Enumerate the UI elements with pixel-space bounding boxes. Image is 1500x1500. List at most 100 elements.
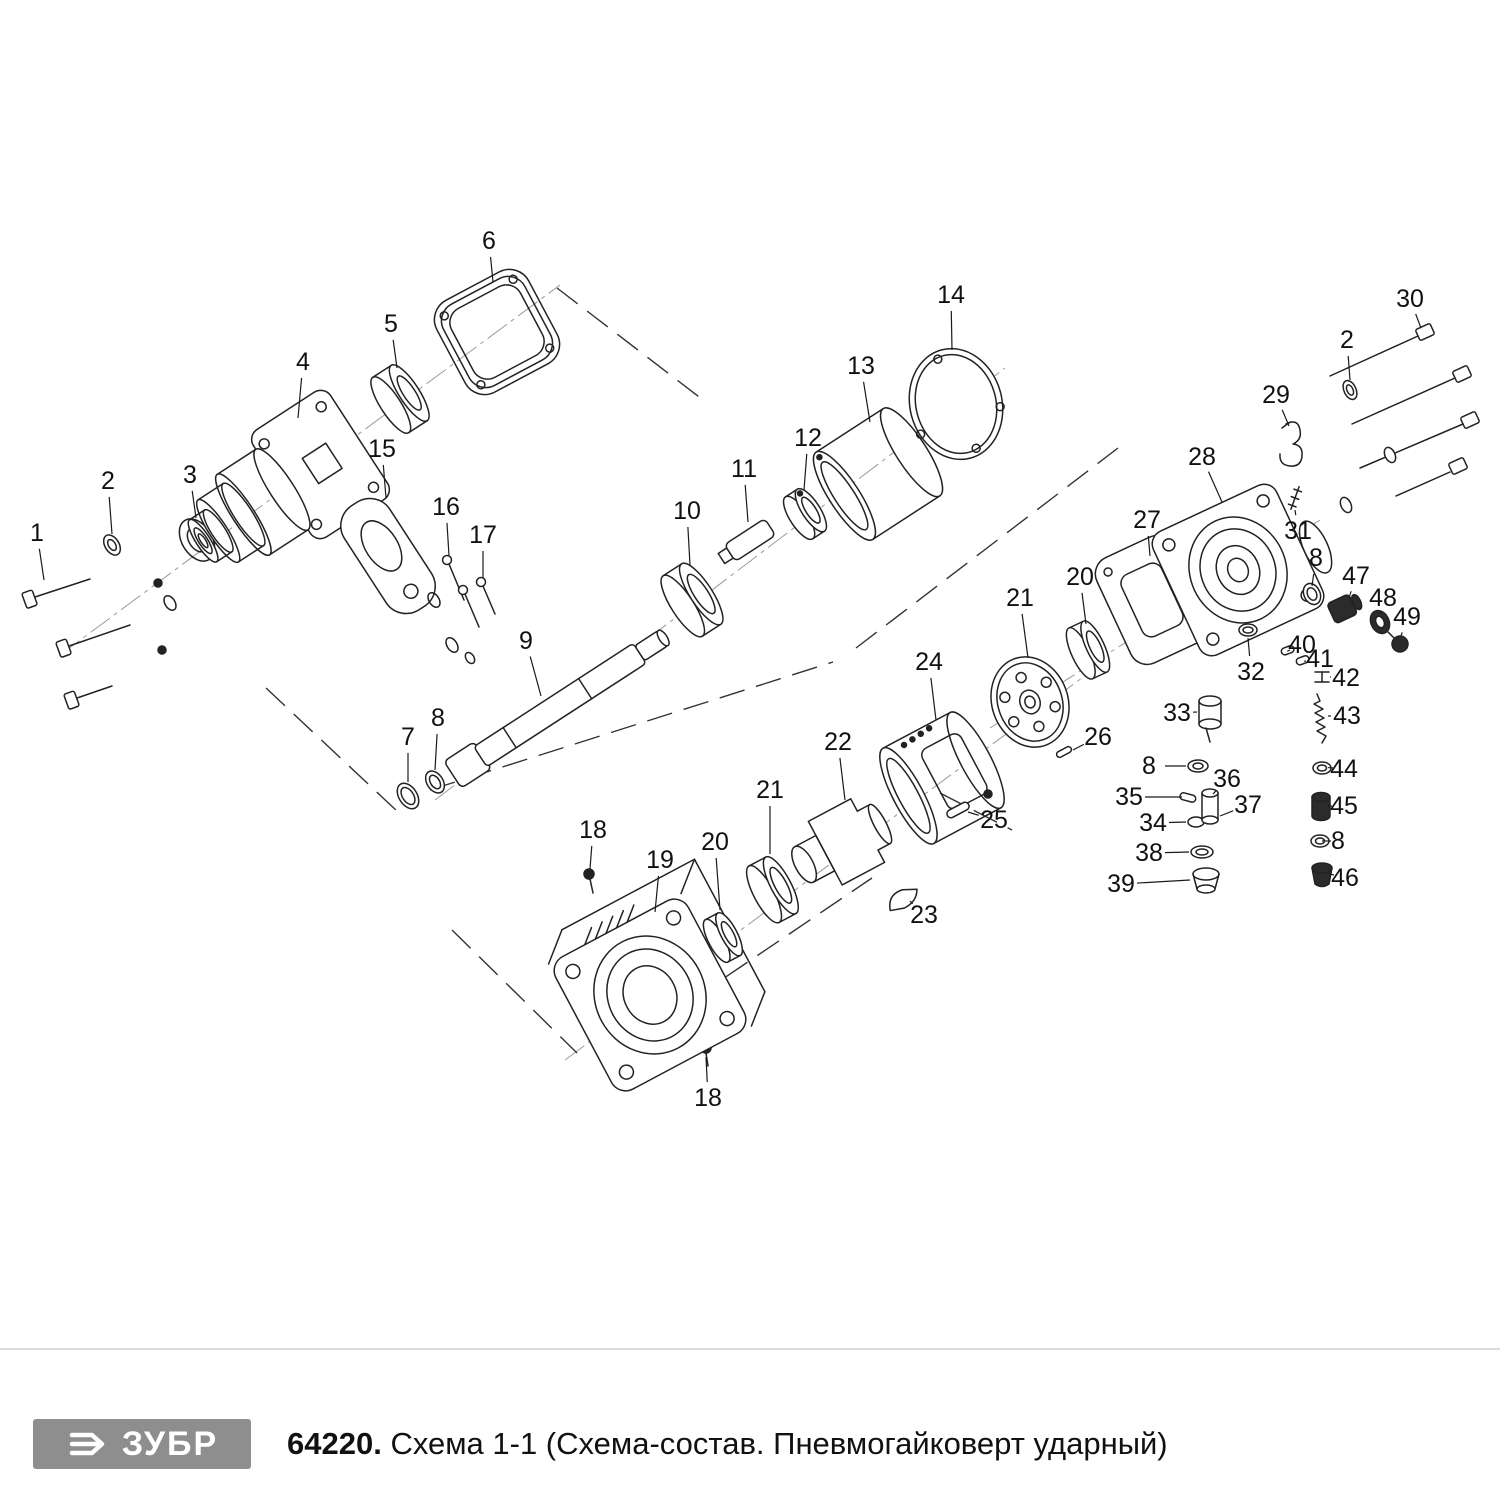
leader-line-4 bbox=[297, 377, 303, 419]
part-label-21: 21 bbox=[756, 776, 784, 804]
leader-line-20 bbox=[1081, 592, 1087, 625]
leader-line-2 bbox=[108, 496, 113, 535]
leader-line-22 bbox=[839, 757, 846, 801]
leader-line-23 bbox=[909, 900, 914, 905]
part-label-28: 28 bbox=[1188, 443, 1216, 471]
leader-line-26 bbox=[1072, 743, 1085, 751]
leader-line-3 bbox=[191, 490, 197, 519]
leader-line-18 bbox=[705, 1056, 708, 1083]
part-label-41: 41 bbox=[1306, 645, 1334, 673]
leader-line-49 bbox=[1400, 632, 1403, 637]
top-right-bolts bbox=[1329, 323, 1480, 514]
exploded-diagram: 1234567891011121314151617181920212223242… bbox=[21, 227, 1480, 1112]
part-9-shaft bbox=[445, 629, 670, 787]
leader-line-32 bbox=[1247, 637, 1251, 657]
part-19-front-housing bbox=[547, 858, 766, 1092]
part-21-rotor-plate bbox=[990, 656, 1070, 748]
leader-line-8 bbox=[434, 733, 438, 771]
leader-line-5 bbox=[392, 339, 398, 369]
leader-line-38 bbox=[1164, 851, 1190, 854]
schema-name: Схема 1-1 (Схема-состав. Пневмогайковерт… bbox=[381, 1426, 1168, 1461]
part-label-37: 37 bbox=[1234, 791, 1262, 819]
left-fasteners bbox=[21, 534, 177, 710]
part-8-washer bbox=[424, 770, 446, 794]
part-label-34: 34 bbox=[1139, 809, 1167, 837]
part-4-motor-housing bbox=[187, 389, 391, 564]
part-label-49: 49 bbox=[1393, 603, 1421, 631]
leader-line-34 bbox=[1168, 821, 1187, 824]
leader-line-27 bbox=[1147, 535, 1151, 557]
part-14-gasket bbox=[908, 347, 1005, 461]
leader-line-25 bbox=[967, 811, 979, 816]
part-label-20: 20 bbox=[1066, 563, 1094, 591]
part-label-30: 30 bbox=[1396, 285, 1424, 313]
leader-line-6 bbox=[489, 256, 494, 283]
part-11-latch bbox=[717, 519, 775, 565]
part-label-33: 33 bbox=[1163, 699, 1191, 727]
leader-line-37 bbox=[1219, 810, 1234, 817]
leader-line-30 bbox=[1415, 313, 1422, 329]
part-label-43: 43 bbox=[1333, 702, 1361, 730]
leader-line-21 bbox=[1021, 613, 1029, 659]
part-20-bearing bbox=[1065, 620, 1111, 680]
part-13-cylinder bbox=[812, 407, 944, 541]
leader-line-15 bbox=[382, 464, 387, 499]
leader-line-40 bbox=[1286, 649, 1291, 652]
leader-line-29 bbox=[1281, 409, 1290, 427]
zubr-logo-icon bbox=[69, 1432, 105, 1456]
part-20-seal bbox=[702, 911, 744, 964]
part-label-10: 10 bbox=[673, 497, 701, 525]
part-label-47: 47 bbox=[1342, 562, 1370, 590]
schema-title: 64220. Схема 1-1 (Схема-состав. Пневмога… bbox=[287, 1426, 1168, 1462]
part-label-18: 18 bbox=[694, 1084, 722, 1112]
part-label-35: 35 bbox=[1115, 783, 1143, 811]
leader-line-14 bbox=[950, 310, 953, 351]
part-label-20: 20 bbox=[701, 828, 729, 856]
trigger-parts bbox=[1179, 695, 1222, 894]
part-label-39: 39 bbox=[1107, 870, 1135, 898]
part-25-pin bbox=[946, 801, 970, 819]
inlet-parts bbox=[1327, 593, 1409, 653]
part-label-19: 19 bbox=[646, 846, 674, 874]
part-label-3: 3 bbox=[183, 461, 197, 489]
leader-line-24 bbox=[930, 677, 937, 721]
part-label-22: 22 bbox=[824, 728, 852, 756]
leader-line-19 bbox=[654, 875, 660, 913]
part-24-hammer-cage bbox=[879, 711, 1005, 845]
part-label-40: 40 bbox=[1288, 631, 1316, 659]
part-25-ball bbox=[983, 789, 993, 799]
leader-line-8 bbox=[1311, 573, 1315, 587]
part-label-1: 1 bbox=[30, 519, 44, 547]
part-label-9: 9 bbox=[519, 627, 533, 655]
leader-line-10 bbox=[687, 526, 691, 566]
part-label-26: 26 bbox=[1084, 723, 1112, 751]
footer: ЗУБР 64220. Схема 1-1 (Схема-состав. Пне… bbox=[33, 1419, 1467, 1469]
leader-line-46 bbox=[1329, 873, 1335, 876]
leader-line-12 bbox=[803, 453, 808, 491]
part-label-8: 8 bbox=[1309, 544, 1323, 572]
part-label-15: 15 bbox=[368, 435, 396, 463]
part-label-38: 38 bbox=[1135, 839, 1163, 867]
leader-line-1 bbox=[38, 548, 45, 581]
part-8-washer-b bbox=[1302, 582, 1322, 606]
part-label-44: 44 bbox=[1330, 755, 1358, 783]
footer-divider bbox=[0, 1348, 1500, 1350]
zubr-logo: ЗУБР bbox=[33, 1419, 251, 1469]
part-label-16: 16 bbox=[432, 493, 460, 521]
part-31-pin bbox=[1287, 485, 1303, 511]
leader-line-18 bbox=[589, 845, 593, 870]
leader-line-31 bbox=[1294, 509, 1297, 516]
leader-line-20 bbox=[715, 857, 721, 911]
part-26-pin bbox=[1055, 745, 1073, 759]
schema-number: 64220. bbox=[287, 1426, 382, 1461]
part-label-8: 8 bbox=[1142, 752, 1156, 780]
small-screws-16-17 bbox=[427, 554, 496, 665]
part-label-11: 11 bbox=[731, 455, 757, 483]
part-15-plate bbox=[340, 497, 436, 615]
part-10-bearing bbox=[660, 562, 724, 638]
part-21-bearing bbox=[745, 855, 800, 924]
boundary-dashed-lines bbox=[265, 287, 1119, 1063]
part-5-bearing bbox=[370, 364, 430, 434]
part-label-27: 27 bbox=[1133, 506, 1161, 534]
